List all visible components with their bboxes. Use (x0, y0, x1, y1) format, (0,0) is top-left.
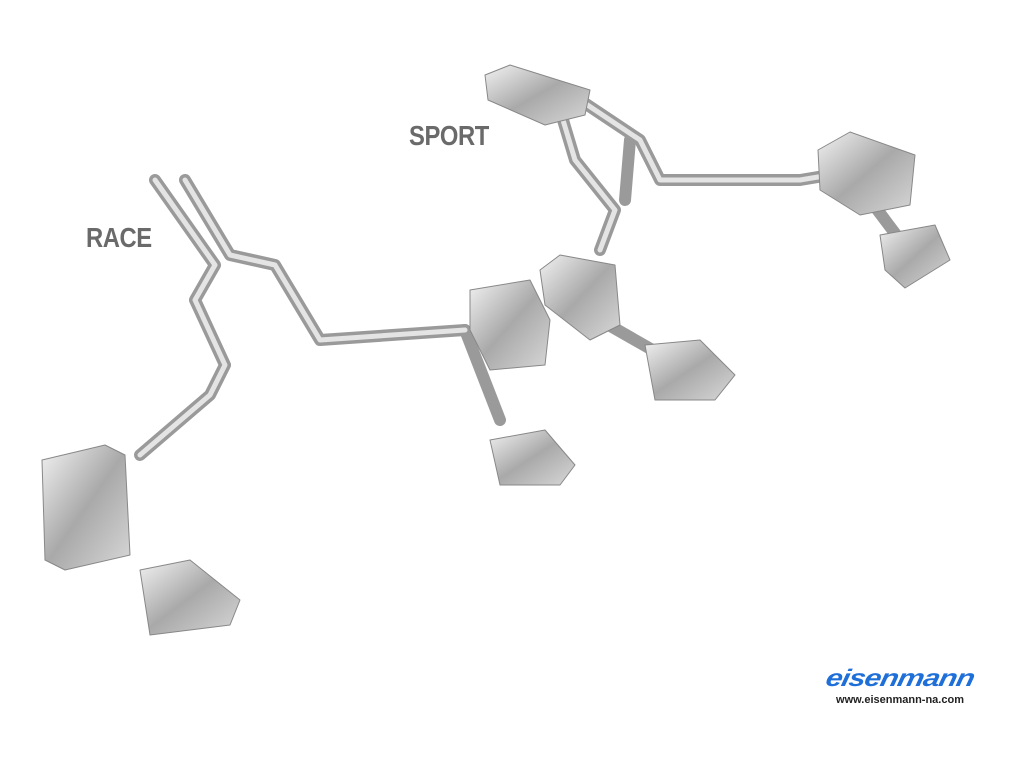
sport-exhaust-system (484, 64, 951, 401)
sport-label: SPORT (409, 120, 489, 151)
brand-wordmark: eisenmann (823, 665, 977, 692)
website-url: www.eisenmann-na.com (836, 694, 964, 706)
sport-front-muffler (484, 64, 591, 126)
race-left-muffler (41, 444, 241, 636)
race-right-muffler (469, 279, 576, 486)
sport-right-muffler (817, 131, 951, 289)
race-label: RACE (86, 222, 152, 253)
race-exhaust-system (41, 174, 576, 636)
sport-middle-muffler (539, 254, 736, 401)
eisenmann-logo: eisenmann www.eisenmann-na.com (800, 664, 1000, 706)
